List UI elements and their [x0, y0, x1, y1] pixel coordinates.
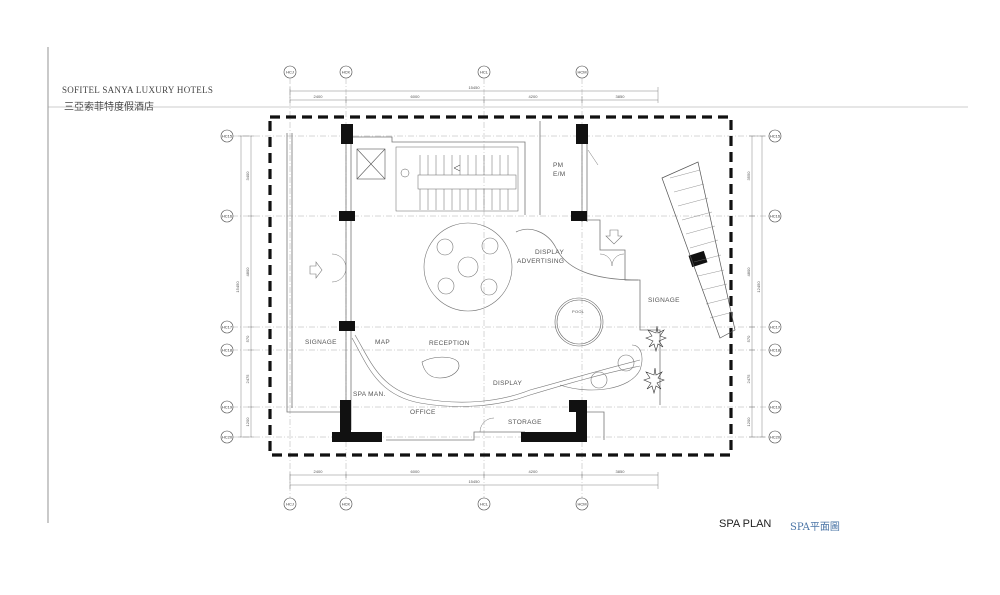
top-grid-bubbles: HCJ HCK HCL HCM: [283, 65, 589, 79]
grid-label-left-6: HC20: [222, 435, 233, 440]
label-display-1: DISPLAY: [535, 249, 564, 256]
grid-lines: [232, 78, 775, 500]
exterior-walls: [286, 121, 661, 441]
pool-lounge-chairs: [590, 354, 635, 389]
label-pm: PM: [553, 162, 563, 169]
pool: [554, 297, 604, 347]
label-signage-right: SIGNAGE: [648, 297, 680, 304]
bottom-dimension-lines: [289, 472, 659, 489]
grid-label-left-5: HC19: [222, 405, 233, 410]
spa-boundary: [268, 115, 733, 457]
left-grid-bubbles: HC15 HC16 HC17 HC18 HC19 HC20: [220, 129, 234, 444]
grid-label-bottom-1: HCJ: [286, 502, 294, 507]
dim-right-seg-2: 4800: [746, 267, 751, 277]
right-grid-bubbles: HC15 HC16 HC17 HC18 HC19 HC20: [768, 129, 782, 444]
lounge-seating: [423, 222, 513, 312]
label-em: E/M: [553, 171, 565, 178]
grid-label-right-2: HC16: [770, 214, 781, 219]
brand-name-en: SOFITEL SANYA LUXURY HOTELS: [62, 85, 214, 95]
down-arrow-icon: [605, 229, 623, 245]
dim-bottom-seg-1: 2400: [314, 469, 324, 474]
structural-columns: [332, 124, 708, 442]
label-signage-left: SIGNAGE: [305, 339, 337, 346]
grid-label-left-2: HC16: [222, 214, 233, 219]
grid-label-bottom-4: HCM: [577, 502, 586, 507]
dim-top-seg-3: 4200: [529, 94, 539, 99]
grid-label-right-4: HC18: [770, 348, 781, 353]
dim-top-seg-1: 2400: [314, 94, 324, 99]
grid-label-right-3: HC17: [770, 325, 781, 330]
label-display: DISPLAY: [493, 380, 522, 387]
grid-label-bottom-3: HCL: [480, 502, 489, 507]
grid-label-left-4: HC18: [222, 348, 233, 353]
bottom-grid-bubbles: HCJ HCK HCL HCM: [283, 497, 589, 511]
dim-left-seg-2: 4800: [245, 267, 250, 277]
grid-label-right-5: HC19: [770, 405, 781, 410]
grid-label-top-4: HCM: [577, 70, 586, 75]
label-advertising: ADVERTISING: [517, 258, 564, 265]
label-storage: STORAGE: [508, 419, 542, 426]
label-spa-man: SPA MAN.: [353, 391, 386, 398]
grid-label-right-6: HC20: [770, 435, 781, 440]
dim-right-seg-5: 1200: [746, 417, 751, 427]
dim-right-seg-1: 3550: [746, 171, 751, 181]
dim-left-seg-4: 2475: [245, 374, 250, 384]
right-dimension-lines: [749, 135, 765, 438]
plants: [643, 325, 667, 395]
grid-label-left-1: HC15: [222, 134, 233, 139]
reception-wall: [351, 334, 643, 407]
reception-desk: [421, 356, 460, 379]
dim-bottom-seg-3: 4200: [529, 469, 539, 474]
label-pool: POOL: [572, 309, 585, 314]
top-dimension-lines: [289, 87, 659, 103]
fan-icon: [400, 168, 410, 178]
label-office: OFFICE: [410, 409, 436, 416]
dim-right-seg-3: 570: [746, 335, 751, 342]
dim-left-seg-1: 3400: [245, 171, 250, 181]
dim-top-seg-4: 3850: [616, 94, 626, 99]
dim-right-total: 12450: [756, 281, 761, 293]
grid-label-bottom-2: HCK: [342, 502, 351, 507]
drawing-title-en: SPA PLAN: [719, 518, 772, 530]
grid-label-right-1: HC15: [770, 134, 781, 139]
display-wall: [515, 228, 639, 281]
label-map: MAP: [375, 339, 390, 346]
grid-label-left-3: HC17: [222, 325, 233, 330]
entrance-arrow-icon: [309, 261, 323, 279]
brand-name-cn: 三亞索菲特度假酒店: [64, 102, 154, 113]
dim-right-seg-4: 2475: [746, 374, 751, 384]
staircase: [395, 146, 519, 212]
left-dimension-lines: [238, 135, 254, 438]
dim-left-seg-5: 1200: [245, 417, 250, 427]
dim-bottom-seg-2: 6000: [411, 469, 421, 474]
dim-bottom-total: 15450: [468, 479, 480, 484]
grid-label-top-1: HCJ: [286, 70, 294, 75]
exterior-hatch-wall: [661, 161, 736, 339]
drawing-title-cn: SPA平面圖: [790, 522, 840, 533]
grid-label-top-2: HCK: [342, 70, 351, 75]
grid-label-top-3: HCL: [480, 70, 489, 75]
doors: [331, 149, 625, 433]
label-reception: RECEPTION: [429, 340, 470, 347]
elevator: [356, 148, 386, 180]
dim-left-total: 15450: [235, 281, 240, 293]
dim-top-seg-2: 6000: [411, 94, 421, 99]
dim-bottom-seg-4: 3850: [616, 469, 626, 474]
dim-top-total: 15450: [468, 85, 480, 90]
dim-left-seg-3: 570: [245, 335, 250, 342]
